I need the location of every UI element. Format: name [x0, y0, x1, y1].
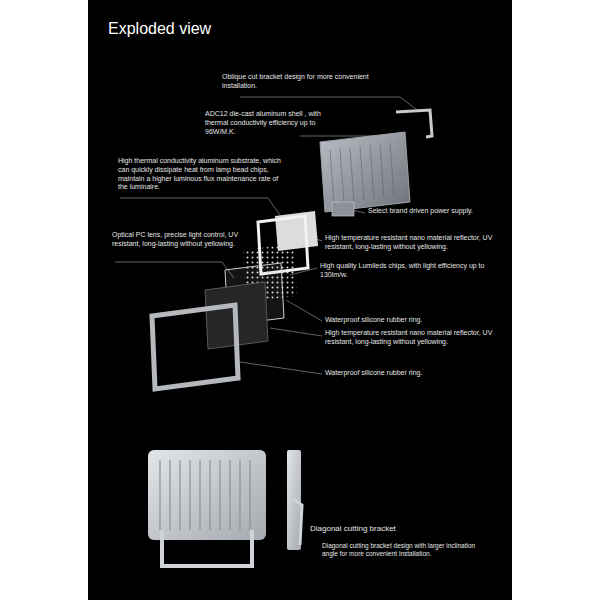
leader-line — [115, 262, 234, 278]
leader-line — [240, 362, 322, 374]
lamp-fins — [160, 460, 250, 530]
callout-text: Optical PC lens, precise light control, … — [112, 231, 240, 249]
lamp-side — [287, 450, 301, 550]
power-supply — [332, 202, 354, 216]
housing-fins — [330, 143, 394, 204]
leader-line — [120, 198, 285, 222]
side-bracket — [294, 500, 302, 545]
rubber-ring — [152, 305, 238, 389]
dark-panel — [88, 0, 512, 600]
callout-text: Waterproof silicone rubber ring. — [325, 369, 475, 378]
callout-text: High temperature resistant nano material… — [325, 234, 495, 252]
leader-line — [270, 328, 322, 336]
callout-text: High thermal conductivity aluminum subst… — [118, 157, 283, 192]
callout-text: Select brand driven power supply. — [368, 207, 493, 216]
lamp-front — [148, 450, 266, 540]
callout-text: High quality Lumileds chips, with light … — [320, 262, 485, 280]
housing — [320, 132, 410, 212]
callout-text: Diagonal cutting bracket — [310, 524, 460, 534]
callout-text: High temperature resistant nano material… — [325, 329, 495, 347]
leader-line — [286, 300, 322, 321]
lamp-bracket — [162, 530, 252, 566]
callout-text: Waterproof silicone rubber ring. — [325, 316, 475, 325]
diagram-title: Exploded view — [108, 19, 211, 38]
angle-bar — [318, 577, 440, 580]
leader-line — [240, 97, 420, 112]
callout-text: Diagonal cutting bracket design with lar… — [322, 542, 482, 558]
callout-text: Oblique cut bracket design for more conv… — [222, 73, 372, 91]
callout-text: ADC12 die-cast aluminum shell , with the… — [205, 110, 345, 136]
